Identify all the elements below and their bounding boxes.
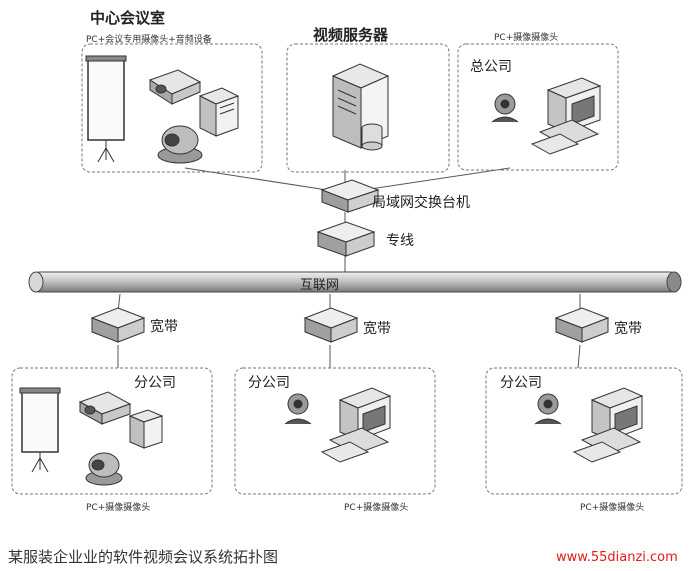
branch-3-computer-icon [574, 388, 642, 462]
projector-icon [150, 70, 200, 104]
branch-2-computer-icon [322, 388, 390, 462]
broadband-3-label: 宽带 [614, 318, 642, 338]
branch-2-title: 分公司 [248, 372, 290, 392]
branch-1-title: 分公司 [134, 372, 176, 392]
switch-label: 局域网交换台机 [372, 192, 470, 212]
conference-camera-icon [158, 126, 202, 163]
branch-3-subtitle: PC+摄像摄像头 [580, 500, 644, 513]
server-icon [333, 64, 388, 150]
branch-2-subtitle: PC+摄像摄像头 [344, 500, 408, 513]
watermark: www.55dianzi.com [556, 550, 678, 565]
internet-backbone [29, 272, 681, 292]
branch-1-projection-screen-icon [20, 388, 60, 472]
broadband-modem-1-icon [92, 308, 144, 342]
dedicated-line-router-icon [318, 222, 374, 256]
internet-label: 互联网 [300, 274, 339, 293]
dedicated-line-label: 专线 [386, 230, 414, 250]
figure-caption: 某服装企业业的软件视频会议系统拓扑图 [8, 546, 278, 567]
server-title: 视频服务器 [313, 24, 388, 45]
branch-1-conference-camera-icon [86, 453, 122, 485]
branch-1-subtitle: PC+摄像摄像头 [86, 500, 150, 513]
broadband-1-label: 宽带 [150, 316, 178, 336]
branch-1-projector-icon [80, 392, 130, 424]
branch-3-webcam-icon [535, 394, 561, 424]
projection-screen-icon [86, 56, 126, 162]
lan-switch-icon [322, 180, 378, 212]
branch-2-webcam-icon [285, 394, 311, 424]
central-room-title: 中心会议室 [90, 7, 165, 28]
broadband-modem-2-icon [305, 308, 357, 342]
broadband-2-label: 宽带 [363, 318, 391, 338]
hq-subtitle: PC+摄像摄像头 [494, 30, 558, 43]
hq-computer-icon [532, 78, 600, 154]
hq-webcam-icon [492, 94, 518, 122]
branch-1-pc-tower-icon [130, 410, 162, 448]
central-room-subtitle: PC+会议专用摄像头+音频设备 [86, 32, 212, 45]
pc-tower-icon [200, 88, 238, 136]
hq-title: 总公司 [470, 56, 512, 76]
broadband-modem-3-icon [556, 308, 608, 342]
branch-3-title: 分公司 [500, 372, 542, 392]
